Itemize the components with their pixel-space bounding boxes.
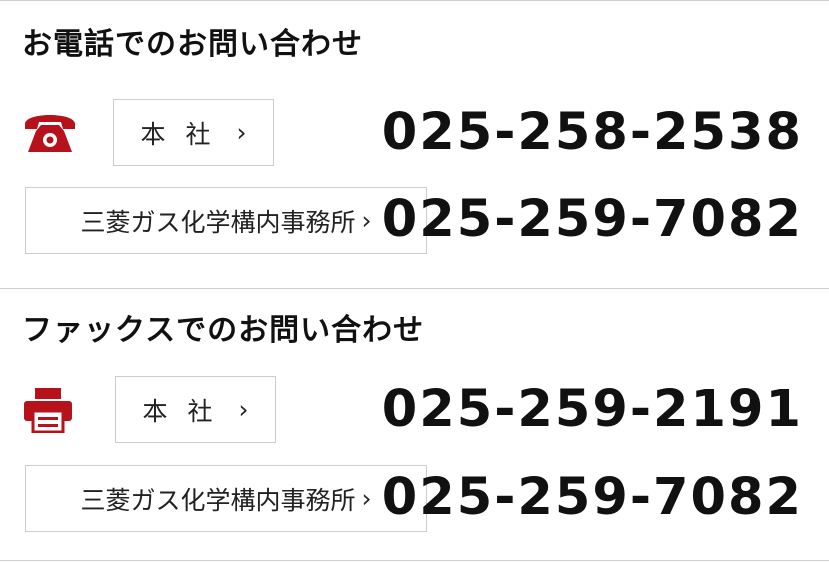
phone-head-office-number: 025-258-2538 — [381, 103, 803, 162]
phone-head-office-button[interactable]: 本社› — [113, 99, 274, 166]
phone-heading: お電話でのお問い合わせ — [22, 27, 363, 62]
phone-branch-office-label: 三菱ガス化学構内事務所 — [80, 207, 356, 237]
fax-heading: ファックスでのお問い合わせ — [22, 313, 425, 348]
top-divider — [0, 0, 829, 1]
fax-branch-office-button[interactable]: 三菱ガス化学構内事務所› — [25, 465, 427, 532]
telephone-icon — [25, 115, 75, 152]
chevron-right-icon: › — [236, 118, 247, 147]
fax-branch-office-label: 三菱ガス化学構内事務所 — [80, 485, 356, 515]
chevron-right-icon: › — [238, 395, 249, 424]
chevron-right-icon: › — [361, 206, 372, 235]
fax-head-office-label: 本社 — [142, 396, 233, 426]
chevron-right-icon: › — [361, 484, 372, 513]
fax-head-office-button[interactable]: 本社› — [115, 376, 276, 443]
phone-head-office-label: 本社 — [140, 119, 231, 149]
fax-branch-office-number: 025-259-7082 — [381, 468, 803, 527]
bottom-divider — [0, 560, 829, 561]
fax-head-office-number: 025-259-2191 — [381, 380, 803, 439]
phone-branch-office-button[interactable]: 三菱ガス化学構内事務所› — [25, 187, 427, 254]
phone-branch-office-number: 025-259-7082 — [381, 190, 803, 249]
fax-printer-icon — [24, 388, 72, 433]
section-divider — [0, 288, 829, 289]
